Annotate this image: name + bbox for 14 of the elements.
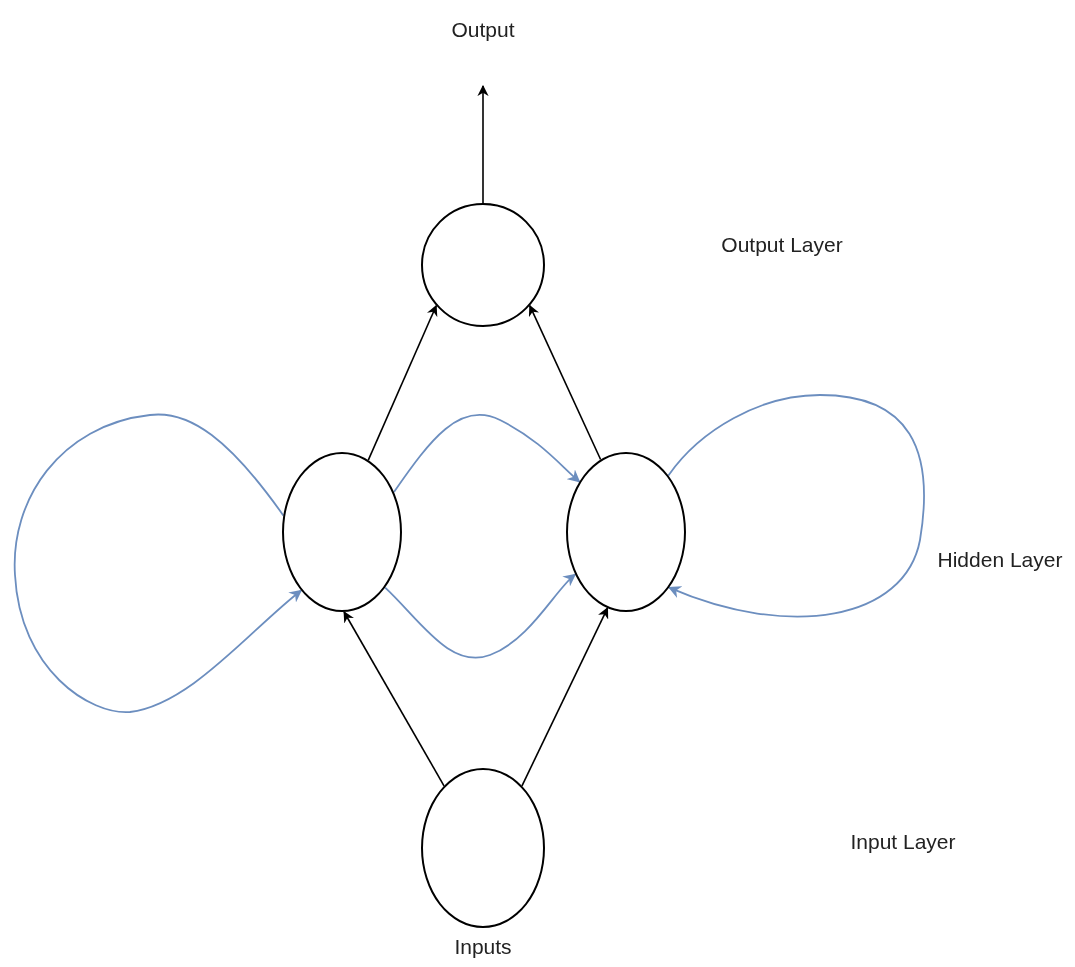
layer-label: Hidden Layer bbox=[937, 548, 1063, 572]
layer-label: Output bbox=[451, 18, 515, 42]
recurrent-arrow bbox=[393, 413, 581, 493]
layer-label: Input Layer bbox=[850, 830, 956, 854]
layer-label: Output Layer bbox=[721, 233, 843, 257]
arrow bbox=[477, 84, 489, 204]
arrow bbox=[367, 304, 438, 461]
recurrent-arrow bbox=[384, 573, 577, 659]
loop-arrow bbox=[14, 413, 303, 713]
arrow bbox=[343, 611, 445, 787]
loop-arrow bbox=[667, 394, 925, 618]
arrow bbox=[528, 304, 602, 461]
layer-label: Inputs bbox=[454, 935, 512, 959]
arrow bbox=[521, 607, 609, 787]
